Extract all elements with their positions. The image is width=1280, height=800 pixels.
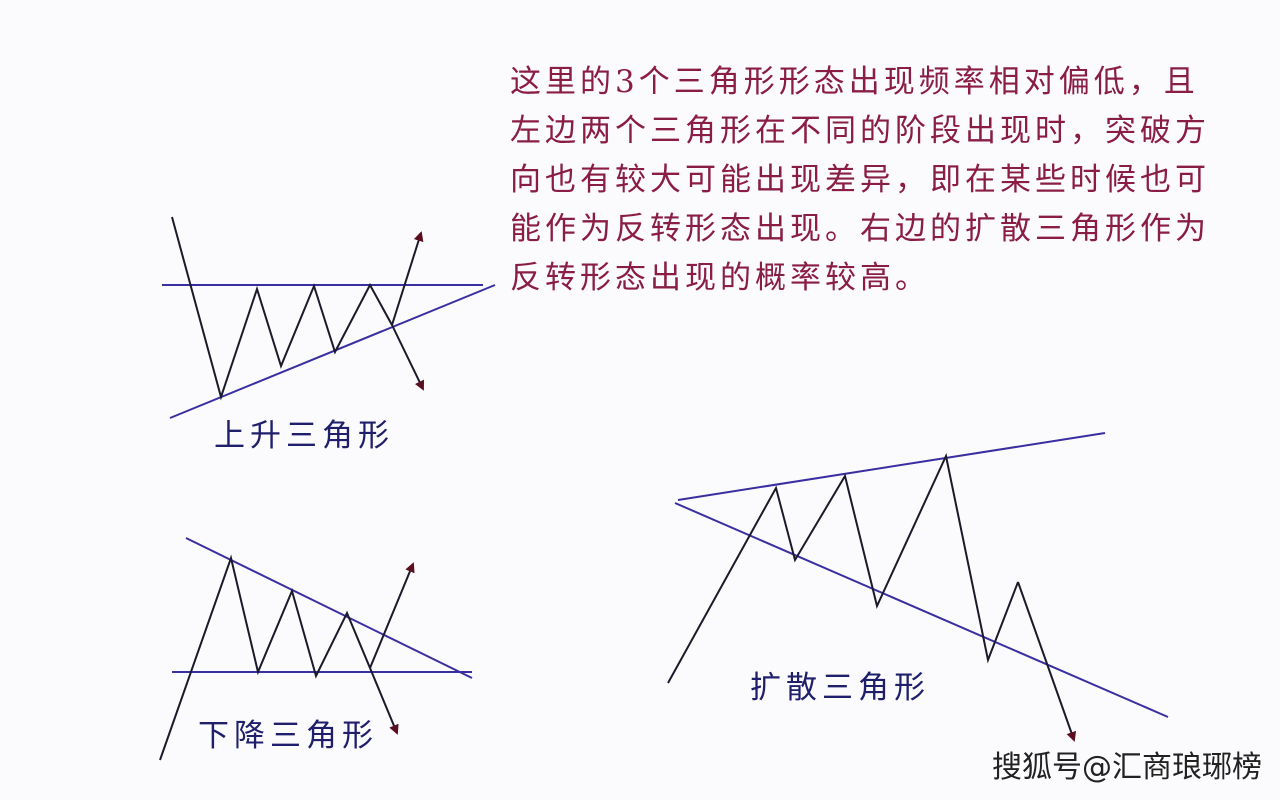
breakout-up-arrow <box>391 231 424 326</box>
expanding-triangle <box>667 432 1169 742</box>
description-paragraph: 这里的3个三角形形态出现频率相对偏低，且 左边两个三角形在不同的阶段出现时，突破… <box>510 58 1230 303</box>
price-path <box>159 554 371 761</box>
price-path <box>171 216 393 401</box>
paragraph-line: 左边两个三角形在不同的阶段出现时，突破方 <box>510 113 1210 149</box>
paragraph-line: 能作为反转形态出现。右边的扩散三角形作为 <box>510 211 1210 247</box>
ascending-triangle <box>162 216 496 419</box>
paragraph-line: 这里的3个三角形形态出现频率相对偏低，且 <box>510 64 1199 100</box>
descending-triangle <box>159 537 473 761</box>
breakdown-arrow <box>1017 581 1077 742</box>
paragraph-line: 反转形态出现的概率较高。 <box>510 260 930 296</box>
paragraph-line: 向也有较大可能出现差异，即在某些时候也可 <box>510 162 1210 198</box>
ascending-triangle-label: 上升三角形 <box>214 418 394 454</box>
resistance-line <box>185 537 473 679</box>
breakout-down-arrow <box>391 324 425 391</box>
lower-line <box>674 502 1169 718</box>
descending-triangle-label: 下降三角形 <box>198 718 378 754</box>
breakout-up-arrow <box>369 562 415 669</box>
watermark: 搜狐号@汇商琅琊榜 <box>992 750 1262 785</box>
expanding-triangle-label: 扩散三角形 <box>750 670 930 706</box>
breakout-down-arrow <box>369 667 399 735</box>
upper-line <box>677 432 1106 501</box>
price-path <box>667 452 1019 684</box>
support-line <box>169 284 496 419</box>
